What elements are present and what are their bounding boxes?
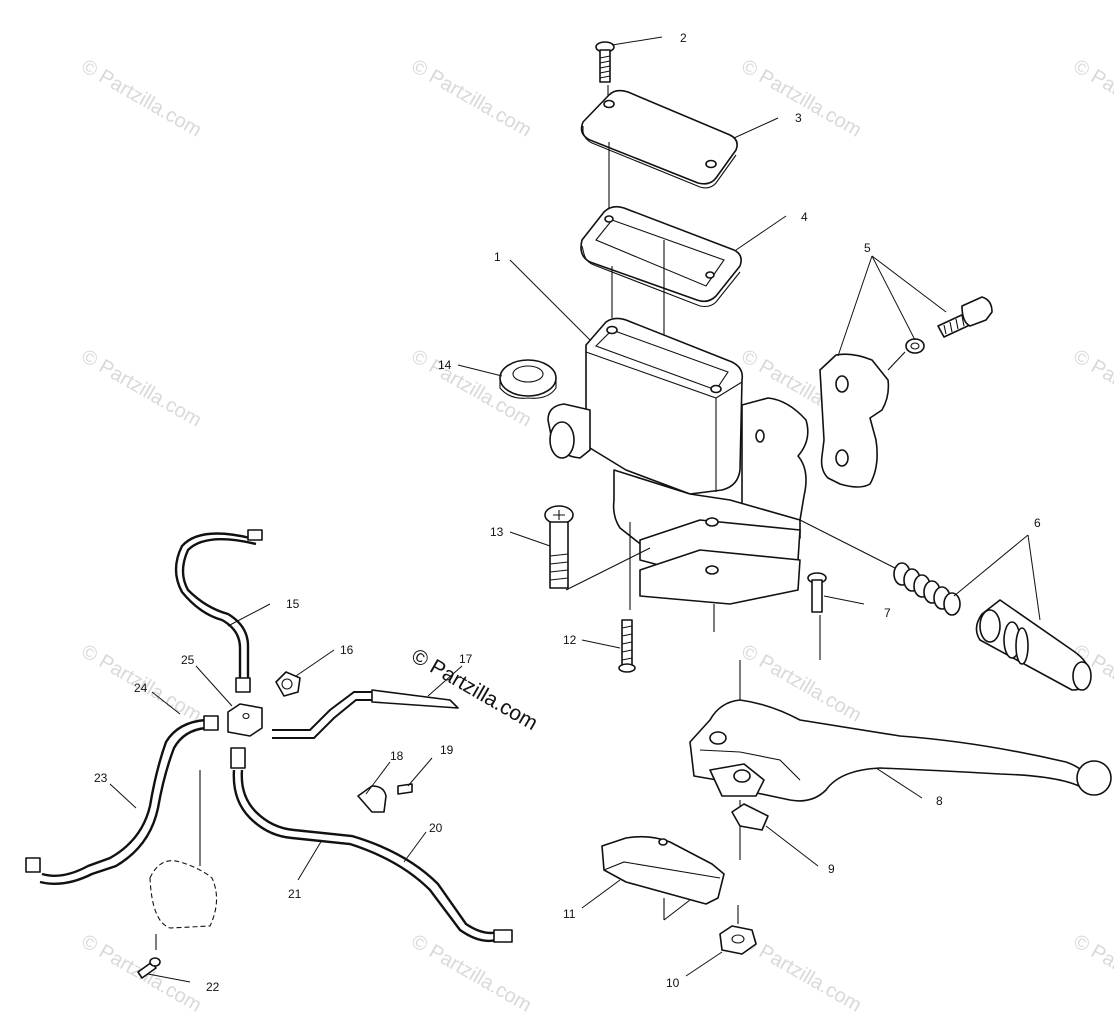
callout-10[interactable]: 10 <box>666 976 680 990</box>
callout-15[interactable]: 15 <box>286 597 300 611</box>
part-23-brake-line[interactable] <box>25 715 219 885</box>
watermark-text: © Partzilla.com <box>738 55 866 141</box>
watermark-text: © Partzilla.com <box>78 55 206 141</box>
callout-5[interactable]: 5 <box>864 241 871 255</box>
part-7-pivot-bolt[interactable] <box>807 572 827 660</box>
part-2-screw[interactable] <box>595 41 615 100</box>
callout-8[interactable]: 8 <box>936 794 943 808</box>
brand-watermark-text: © Partzilla.com <box>408 644 542 735</box>
callout-3[interactable]: 3 <box>795 111 802 125</box>
callout-24[interactable]: 24 <box>134 681 148 695</box>
callout-14[interactable]: 14 <box>438 358 452 372</box>
watermark-text: © Partzilla.com <box>738 930 866 1016</box>
part-9-clip[interactable] <box>731 803 769 831</box>
brand-watermark: © Partzilla.com <box>408 644 542 735</box>
part-1-master-cylinder-body[interactable] <box>547 317 809 632</box>
watermark-text: © Partzilla.com <box>1070 930 1114 1016</box>
part-8-brake-lever[interactable] <box>689 660 1112 860</box>
part-4-gasket[interactable] <box>580 205 742 355</box>
part-6-piston-spring[interactable] <box>799 519 1092 691</box>
callout-22[interactable]: 22 <box>206 980 220 994</box>
callout-16[interactable]: 16 <box>340 643 354 657</box>
watermark-text: © Partzilla.com <box>1070 345 1114 431</box>
watermark-text: © Partzilla.com <box>1070 55 1114 141</box>
callout-9[interactable]: 9 <box>828 862 835 876</box>
part-14-seal-boot[interactable] <box>499 359 557 399</box>
callout-20[interactable]: 20 <box>429 821 443 835</box>
watermark-text: © Partzilla.com <box>78 345 206 431</box>
callout-11[interactable]: 11 <box>563 907 576 921</box>
part-18-bracket[interactable] <box>357 785 387 813</box>
callout-17[interactable]: 17 <box>459 652 473 666</box>
frame-sketch <box>149 860 218 929</box>
part-10-nut[interactable] <box>719 905 757 955</box>
part-11-lever-pad[interactable] <box>601 835 725 921</box>
part-13-bolt[interactable] <box>544 505 651 591</box>
callout-4[interactable]: 4 <box>801 210 808 224</box>
callout-13[interactable]: 13 <box>490 525 504 539</box>
callout-6[interactable]: 6 <box>1034 516 1041 530</box>
part-22-screw[interactable] <box>137 934 161 979</box>
callout-21[interactable]: 21 <box>288 887 302 901</box>
callout-12[interactable]: 12 <box>563 633 577 647</box>
watermark-text: © Partzilla.com <box>408 55 536 141</box>
callout-1[interactable]: 1 <box>494 250 501 264</box>
callout-2[interactable]: 2 <box>680 31 687 45</box>
part-25-junction-block[interactable] <box>199 703 263 866</box>
part-12-screw[interactable] <box>618 619 636 673</box>
part-19-pin[interactable] <box>397 783 413 795</box>
watermark-layer: © Partzilla.com © Partzilla.com © Partzi… <box>78 55 1114 1016</box>
part-5-clamp-assembly[interactable] <box>819 296 993 488</box>
callout-7[interactable]: 7 <box>884 606 891 620</box>
part-15-brake-line[interactable] <box>174 529 263 693</box>
callout-23[interactable]: 23 <box>94 771 108 785</box>
callout-25[interactable]: 25 <box>181 653 195 667</box>
part-17-switch-cable[interactable] <box>272 689 459 739</box>
callout-19[interactable]: 19 <box>440 743 454 757</box>
part-20-21-brake-line[interactable] <box>230 747 513 943</box>
callout-18[interactable]: 18 <box>390 749 404 763</box>
part-3-reservoir-cover[interactable] <box>580 89 738 215</box>
callout-layer: 1 2 3 4 5 6 7 8 9 10 11 12 13 14 15 <box>94 31 1041 994</box>
part-16-fitting[interactable] <box>275 671 301 697</box>
watermark-text: © Partzilla.com <box>408 930 536 1016</box>
